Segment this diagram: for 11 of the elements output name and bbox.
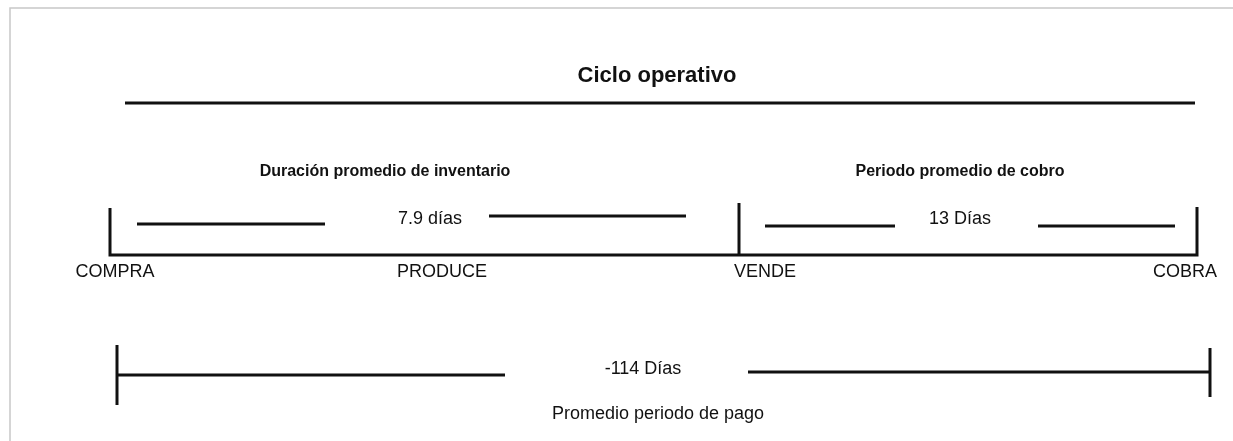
section-heading: Duración promedio de inventario [259, 161, 511, 181]
stage-label: COMPRA [75, 260, 155, 282]
diagram-title: Ciclo operativo [577, 62, 737, 88]
duration-label: -114 Días [604, 357, 682, 379]
stage-label: COBRA [1153, 260, 1217, 282]
duration-label: 13 Días [929, 207, 991, 229]
stage-label: VENDE [734, 260, 796, 282]
section-heading: Periodo promedio de cobro [855, 161, 1065, 181]
duration-label: 7.9 días [398, 207, 462, 229]
period-caption: Promedio periodo de pago [551, 402, 765, 424]
stage-label: PRODUCE [397, 260, 487, 282]
